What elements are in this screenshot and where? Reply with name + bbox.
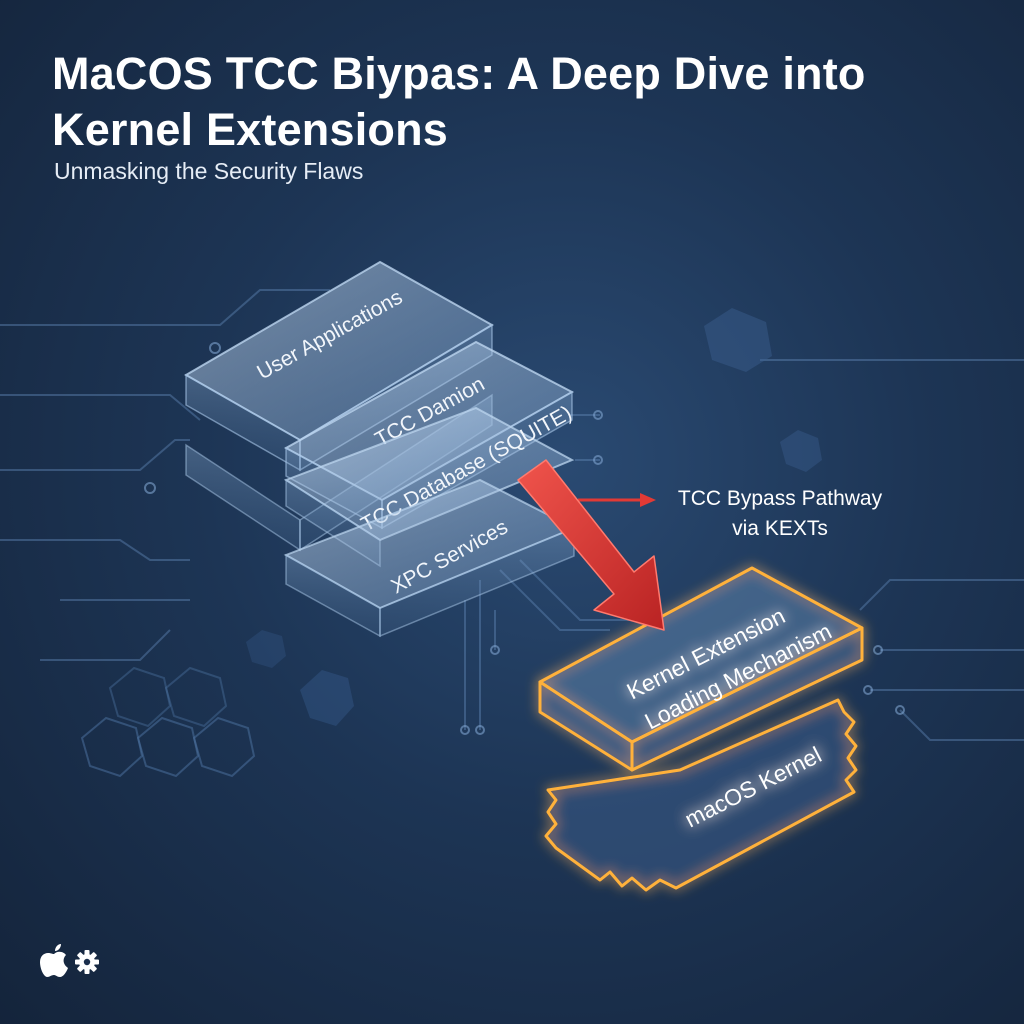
- logo: [40, 944, 99, 977]
- macos-kernel-block: macOS Kernel: [544, 698, 858, 892]
- bypass-arrow: [517, 459, 665, 631]
- circuit-traces: [0, 289, 1024, 741]
- kernel-extension-block: Kernel Extension Loading Mechanism: [538, 566, 864, 772]
- gear-icon: [75, 950, 99, 974]
- apple-icon: [40, 944, 68, 977]
- circuit-nodes: [144, 342, 905, 735]
- callout-pointer: [578, 493, 656, 507]
- page-title: MaCOS TCC Biypas: A Deep Dive into Kerne…: [52, 48, 866, 155]
- bypass-callout: TCC Bypass Pathway via KEXTs: [660, 484, 900, 544]
- layer-xpc-services: XPC Services: [283, 478, 577, 638]
- hexagon-pattern: [80, 308, 822, 778]
- callout-line2: via KEXTs: [732, 517, 828, 540]
- page-subtitle: Unmasking the Security Flaws: [54, 158, 364, 184]
- callout-line1: TCC Bypass Pathway: [677, 487, 883, 510]
